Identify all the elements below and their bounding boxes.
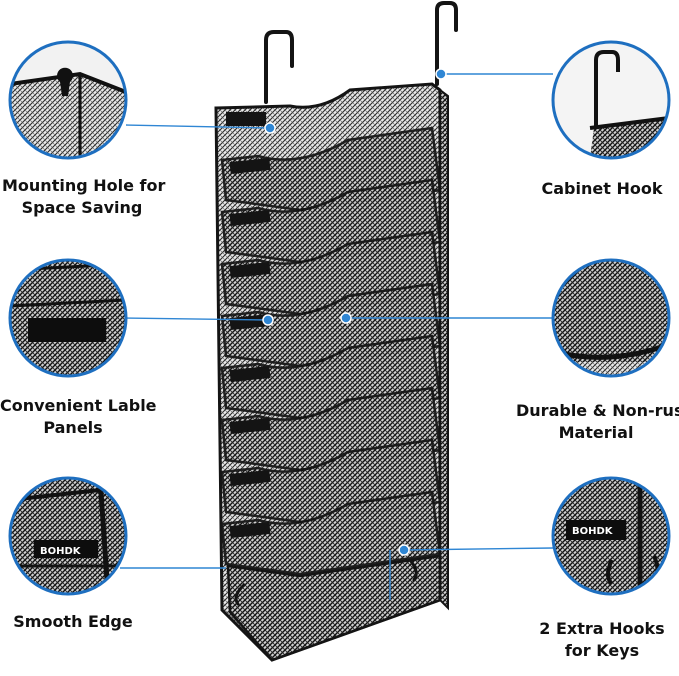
caption-extra-hooks-line1: 2 Extra Hooks (539, 619, 665, 638)
door-hooks (264, 0, 458, 104)
callout-mounting-hole (8, 40, 128, 160)
callout-durable-material (551, 258, 671, 378)
wall-file-organizer (214, 82, 449, 662)
caption-mounting-hole-line2: Space Saving (21, 198, 143, 217)
callout-extra-hooks-brand: BOHDK (572, 526, 614, 537)
caption-extra-hooks: 2 Extra Hooks for Keys (532, 618, 672, 662)
callout-extra-hooks: BOHDK (551, 476, 671, 596)
caption-durable-material: Durable & Non-rust Material (516, 400, 679, 444)
caption-label-panels: Convenient Lable Panels (0, 395, 157, 439)
caption-durable-material-line2: Material (558, 423, 634, 442)
caption-cabinet-hook: Cabinet Hook (532, 178, 672, 200)
caption-cabinet-hook-line1: Cabinet Hook (541, 179, 663, 198)
caption-mounting-hole: Mounting Hole for Space Saving (2, 175, 166, 219)
caption-durable-material-line1: Durable & Non-rust (516, 401, 679, 420)
caption-mounting-hole-line1: Mounting Hole for (2, 176, 166, 195)
callout-label-panels (8, 258, 128, 378)
callout-cabinet-hook (551, 40, 671, 160)
caption-smooth-edge: Smooth Edge (0, 611, 146, 633)
caption-smooth-edge-line1: Smooth Edge (13, 612, 133, 631)
callout-lines (120, 73, 554, 600)
callout-smooth-edge: BOHDK (8, 476, 128, 596)
caption-label-panels-line2: Panels (43, 418, 103, 437)
caption-label-panels-line1: Convenient Lable (0, 396, 157, 415)
caption-extra-hooks-line2: for Keys (564, 641, 640, 660)
callout-smooth-edge-brand: BOHDK (40, 546, 82, 557)
